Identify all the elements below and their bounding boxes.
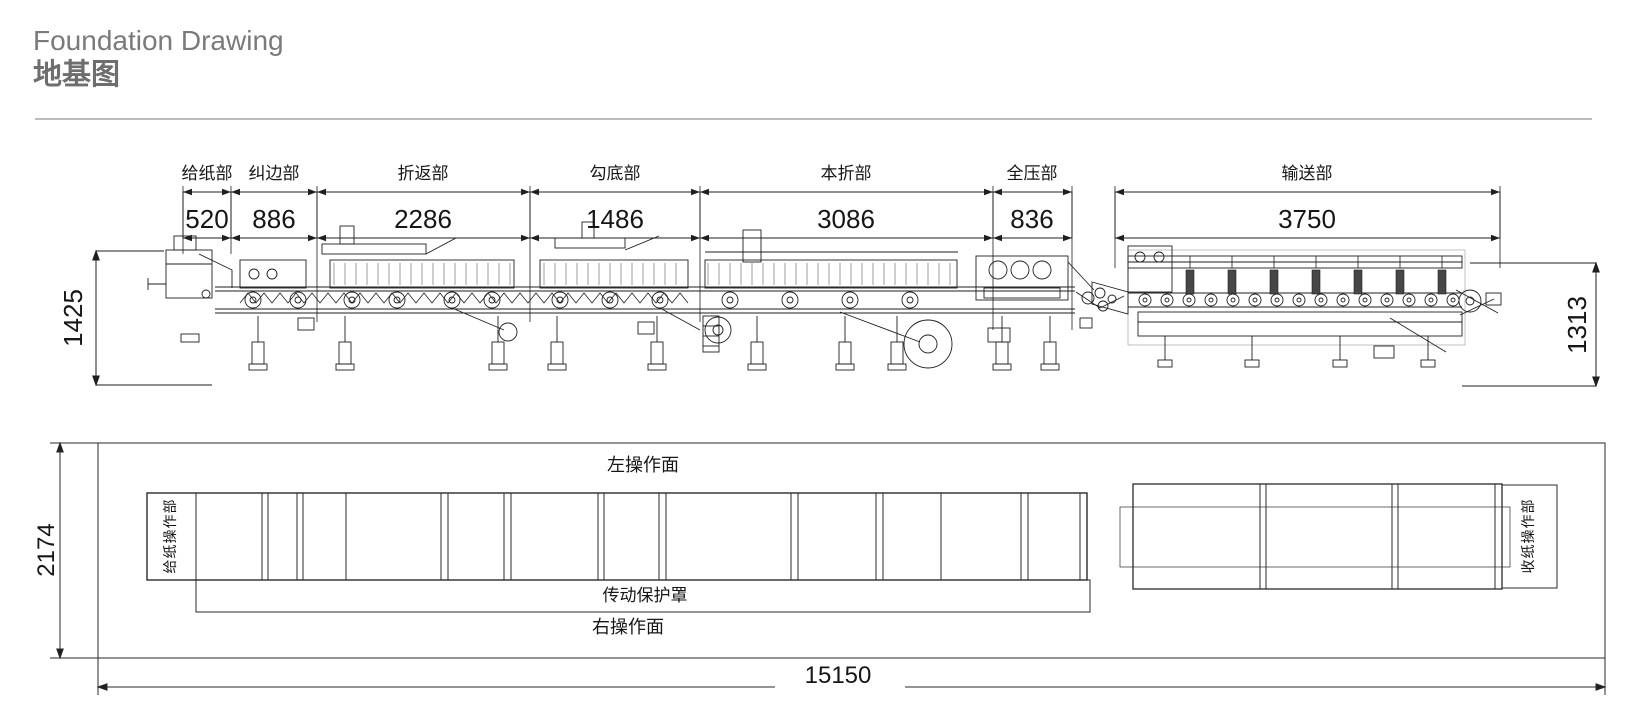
section-label-aligner: 纠边部 [248,164,300,183]
section-dim-feeder: 520 [185,204,229,234]
plan-footprint-dividers [261,493,1088,580]
side-view-height-dims [92,250,1600,387]
section-label-delivery: 输送部 [1281,164,1333,183]
plan-outer-boundary [97,442,1606,659]
section-dim-aligner: 886 [252,204,296,234]
page-title-zh: 地基图 [33,59,121,91]
plan-delivery-op-label: 收纸操作部 [1520,498,1536,574]
section-dim-crashlock: 2286 [394,204,452,234]
section-label-bottomhook: 勾底部 [589,164,641,183]
section-label-press: 全压部 [1006,164,1058,183]
plan-depth-dim-text: 2174 [33,523,60,577]
section-dim-delivery: 3750 [1278,204,1336,234]
section-dim-folding: 3086 [817,204,875,234]
plan-delivery-op-box [1501,484,1558,589]
plan-depth-dim [50,442,98,659]
page-title-en: Foundation Drawing [33,25,284,56]
press-unit [975,255,1095,301]
plan-drive-cover-label: 传动保护罩 [602,586,688,605]
plan-view [50,442,1606,695]
delivery-conveyor-art [1091,245,1502,368]
plan-delivery-footprint [1132,483,1503,590]
side-view-machine-art [147,221,1125,371]
section-dim-bottomhook: 1486 [586,204,644,234]
side-height-right-dim: 1313 [1562,296,1592,354]
section-label-folding: 本折部 [820,164,872,183]
plan-right-face-label: 右操作面 [592,617,664,637]
plan-machine-footprint [146,492,1088,581]
plan-drive-cover-band [195,579,1091,613]
plan-left-face-label: 左操作面 [607,455,679,475]
plan-length-dim [97,658,1606,695]
feeder-unit [147,235,233,343]
section-dim-press: 836 [1010,204,1054,234]
section-label-crashlock: 折返部 [397,164,449,183]
plan-length-dim-text: 15150 [804,662,872,689]
side-height-left-dim: 1425 [58,289,88,347]
plan-feed-op-label: 给纸操作部 [162,498,178,574]
section-label-feeder: 给纸部 [181,164,233,183]
